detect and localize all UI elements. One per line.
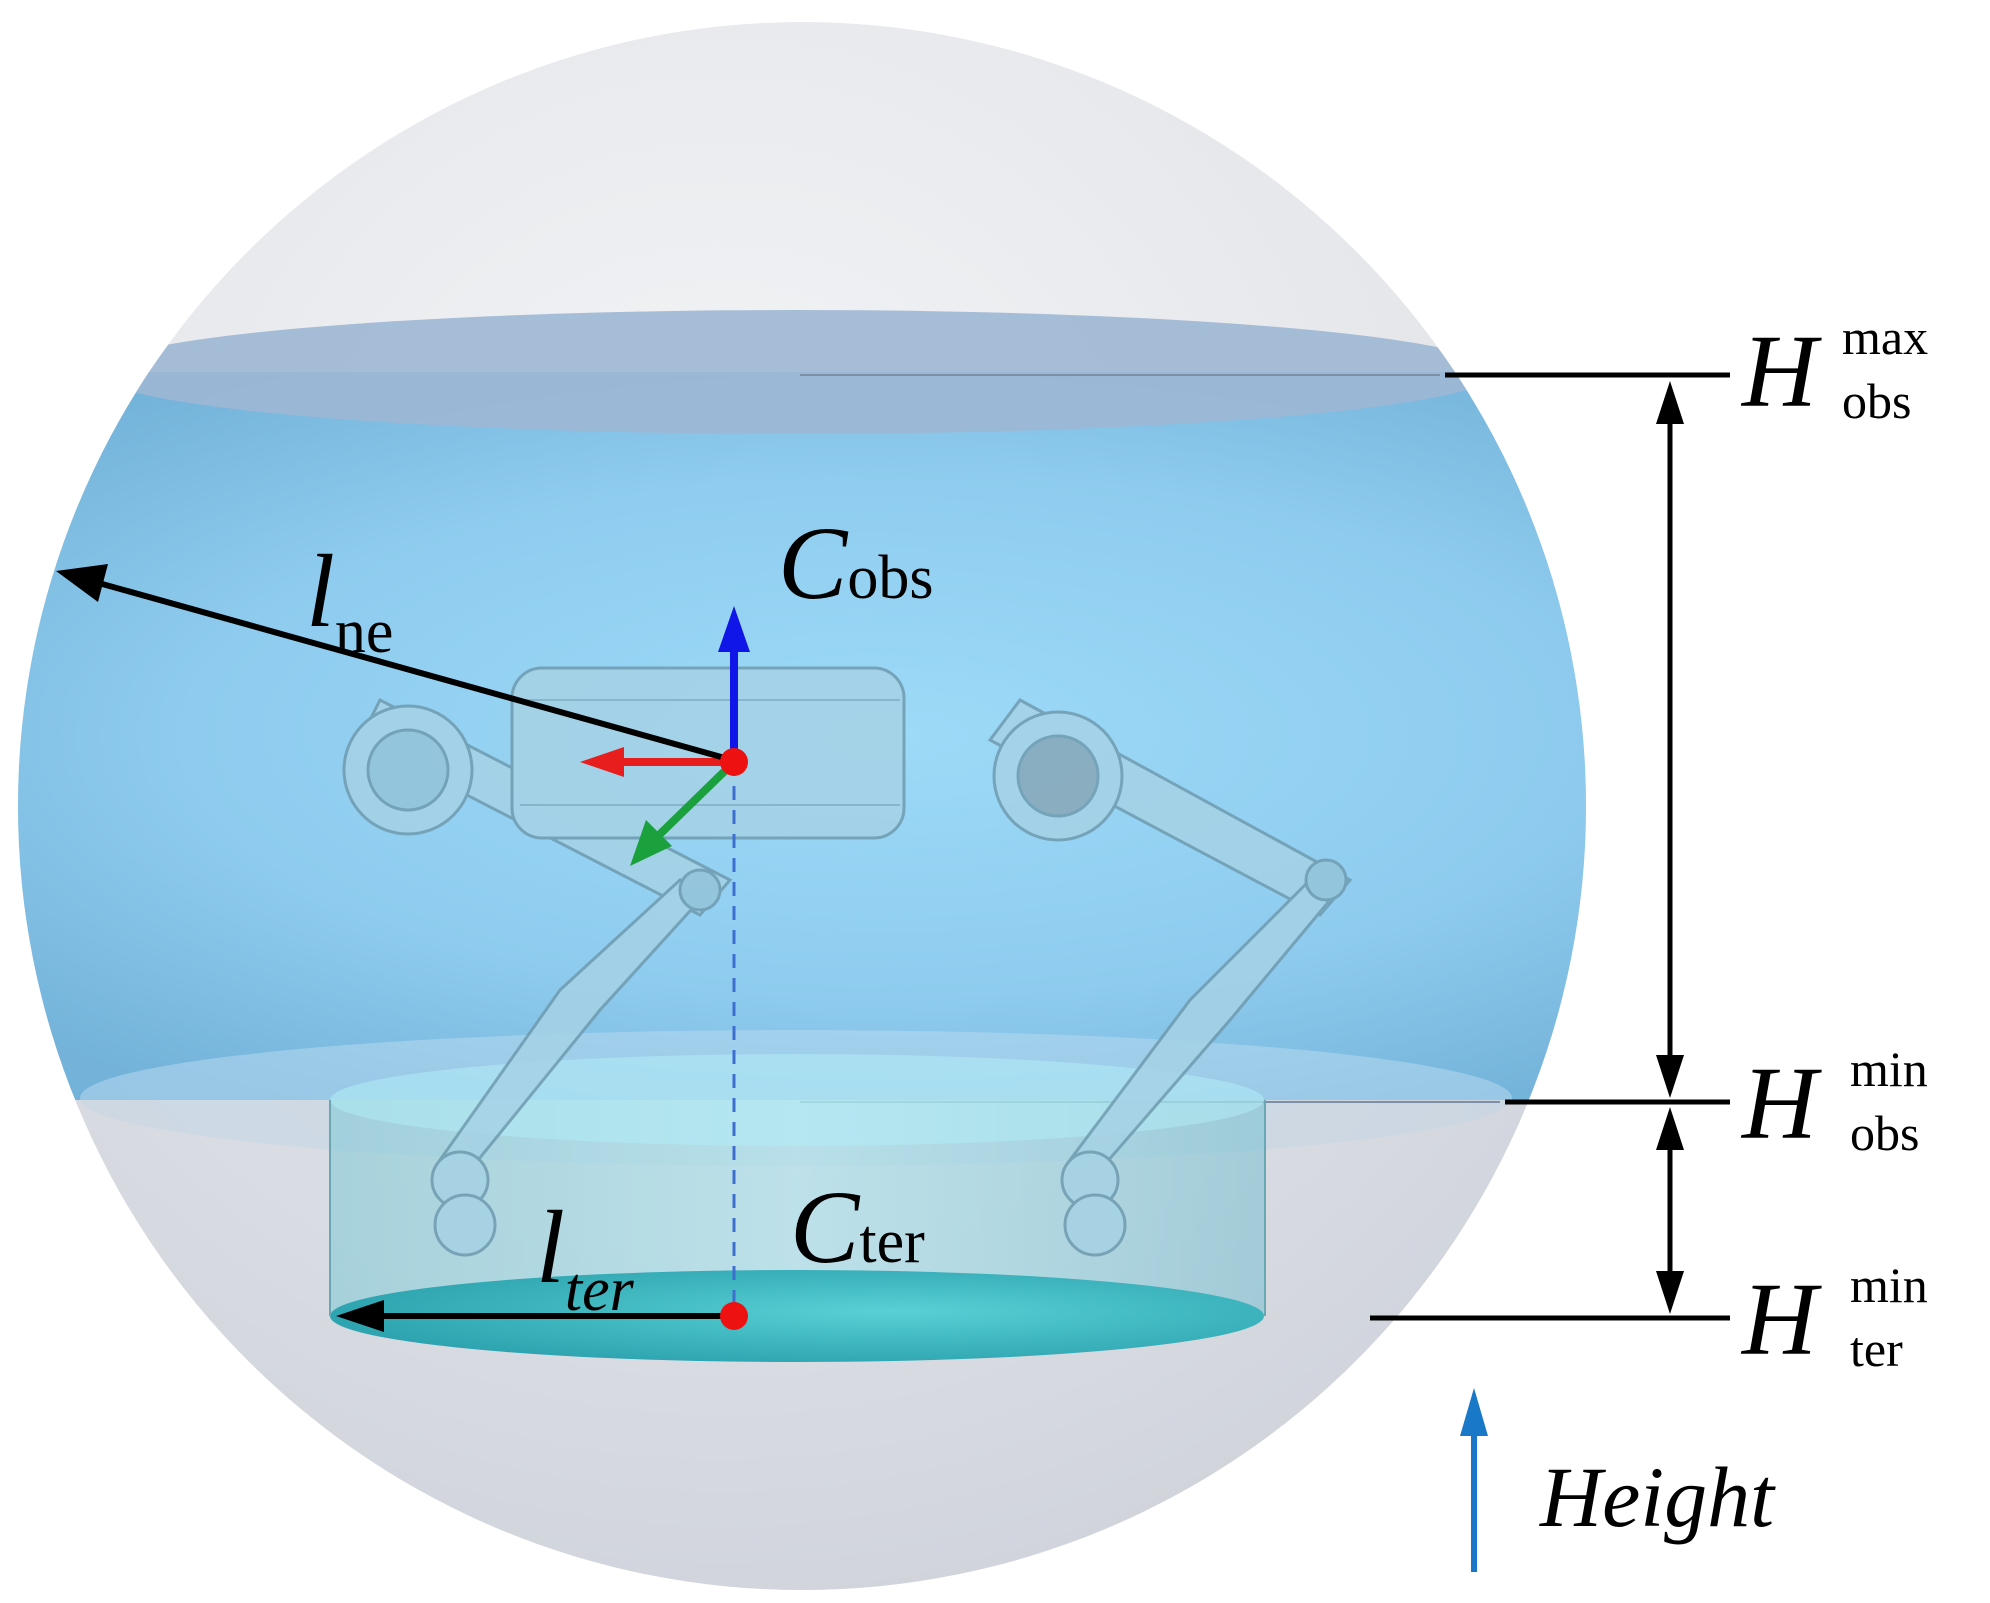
l-ter-subscript: ter: [564, 1256, 634, 1324]
l-ne-arrow: [87, 577, 733, 763]
l-ter-symbol: l: [536, 1190, 565, 1305]
l-ne-subscript: ne: [334, 598, 394, 666]
h-ter-min-subscript: ter: [1850, 1321, 1903, 1377]
c-ter-symbol: C: [790, 1170, 860, 1285]
h-ter-min-superscript: min: [1850, 1257, 1928, 1313]
h-ter-min-symbol: H: [1742, 1262, 1818, 1377]
c-ter-point: [720, 1302, 748, 1330]
observation-top-ellipse: [96, 310, 1496, 434]
h-obs-min-symbol: H: [1742, 1046, 1818, 1161]
h-obs-max-symbol: H: [1742, 314, 1818, 429]
c-obs-symbol: C: [778, 506, 848, 621]
height-label: Height: [1540, 1449, 1775, 1545]
c-ter-subscript: ter: [859, 1208, 925, 1276]
l-ter-label: lter: [536, 1196, 634, 1322]
c-ter-label: Cter: [790, 1176, 925, 1280]
h-obs-max-label: H max obs: [1742, 312, 1982, 440]
c-obs-subscript: obs: [847, 544, 934, 612]
h-obs-min-label: H min obs: [1742, 1044, 1982, 1172]
h-obs-min-superscript: min: [1850, 1041, 1928, 1097]
c-obs-point: [720, 748, 748, 776]
l-ne-label: lne: [306, 540, 393, 664]
h-obs-min-subscript: obs: [1850, 1105, 1920, 1161]
h-obs-max-superscript: max: [1842, 309, 1929, 365]
h-obs-max-subscript: obs: [1842, 373, 1912, 429]
c-obs-label: Cobs: [778, 512, 934, 616]
quadruped-robot: [342, 666, 1353, 1257]
h-ter-min-label: H min ter: [1742, 1260, 1982, 1388]
l-ne-symbol: l: [306, 534, 335, 649]
axis-y-arrow: [655, 759, 737, 839]
